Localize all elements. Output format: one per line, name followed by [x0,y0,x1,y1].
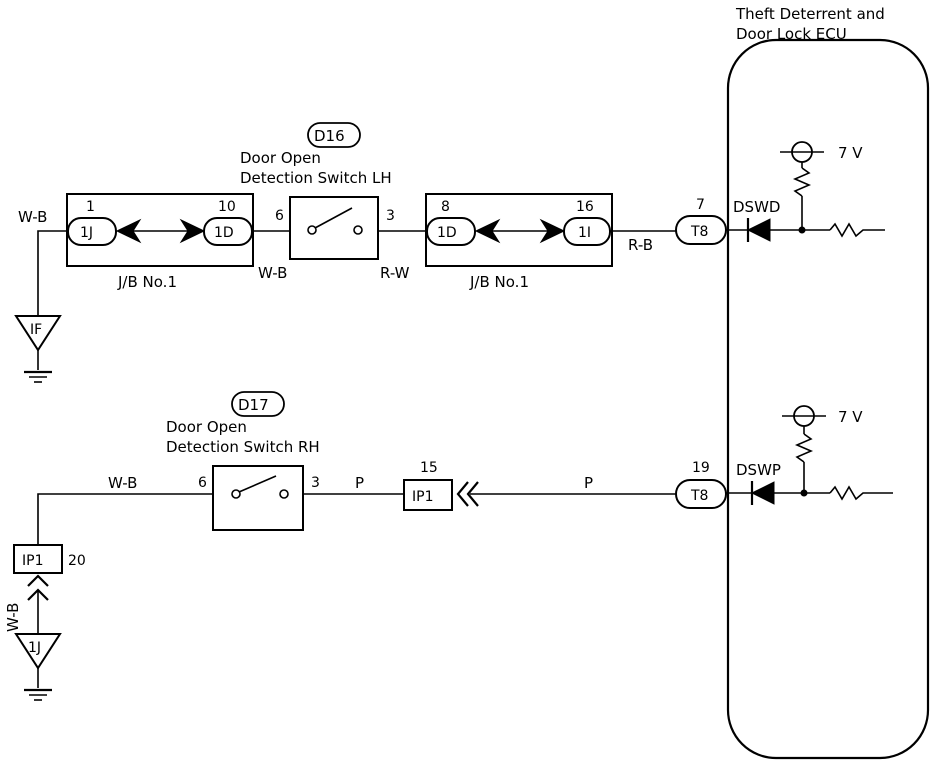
ecu-title-line1: Theft Deterrent and [735,5,885,23]
jb-left-conn-a [67,217,117,246]
ip1-left-arrow [27,574,49,587]
resistor-bottom-vertical [794,433,814,463]
svg-text:IP1: IP1 [22,553,43,569]
jb-right-conn-a [426,217,476,246]
switch-lh-name-line2: Detection Switch LH [240,169,392,187]
ecu-dswp-label: DSWP [736,461,781,479]
switch-rh-pin-right: 3 [311,475,320,491]
switch-lh-name-line1: Door Open [240,149,321,167]
switch-lh-box [289,196,379,260]
bottom-right-wire-label: P [584,474,593,492]
switch-rh-pin-left: 6 [198,475,207,491]
top-mid-left-wire-label: W-B [258,264,287,282]
svg-text:T8: T8 [690,488,708,504]
switch-lh-code-oval [307,122,361,148]
resistor-bottom-horizontal [829,485,893,501]
jb-right-conn-a-pin: 8 [441,199,450,215]
bottom-vertical-wire-label: W-B [4,603,22,632]
jb-left-conn-a-pin: 1 [86,199,95,215]
switch-lh-code: D16 [314,127,345,145]
top-ground-symbol [24,370,52,383]
switch-lh-pin-left: 6 [275,208,284,224]
resistor-top-vertical [792,167,812,197]
ecu-dswd-label: DSWD [733,198,780,216]
diode-dswp [750,481,775,505]
top-mid-right-wire-label: R-W [380,264,410,282]
ip1-mid-connector [403,479,453,511]
switch-rh-code-oval [231,391,285,417]
switch-rh-name-line2: Detection Switch RH [166,438,320,456]
jb-left-arrow-right [179,218,206,244]
ip1-mid-arrow [456,481,469,507]
jb-right-arrow-left [474,218,501,244]
jb-right-arrow-right [539,218,566,244]
switch-rh-blade [238,475,277,493]
ip1-left-connector [13,544,63,574]
switch-lh-blade [314,207,353,229]
ecu-box [726,38,930,760]
jb-left-arrow-left [115,218,142,244]
jb-left-label: J/B No.1 [117,273,177,291]
ecu-voltage-top: 7 V [838,144,863,162]
svg-text:1D: 1D [437,225,457,241]
ip1-mid-pin: 15 [420,460,438,476]
bottom-ground-label: 1J [28,640,41,656]
top-ground-label: IF [30,322,42,338]
switch-rh-box [212,465,304,531]
svg-text:1I: 1I [578,225,591,241]
jb-left-conn-b-pin: 10 [218,199,236,215]
t8-top-pin: 7 [696,197,705,213]
jb-right-label: J/B No.1 [469,273,529,291]
switch-lh-pin-right: 3 [386,208,395,224]
top-left-wire-label: W-B [18,208,47,226]
ecu-voltage-bottom: 7 V [838,408,863,426]
diode-dswd [746,218,771,242]
t8-bottom-pin: 19 [692,460,710,476]
svg-text:IP1: IP1 [412,489,433,505]
resistor-top-horizontal [829,222,885,238]
svg-text:1J: 1J [80,225,93,241]
bottom-left-wire-label: W-B [108,474,137,492]
ecu-title-line2: Door Lock ECU [736,25,847,43]
bottom-ground-triangle [14,633,62,670]
svg-text:T8: T8 [690,224,708,240]
top-right-wire-label: R-B [628,236,653,254]
switch-rh-name-line1: Door Open [166,418,247,436]
bottom-mid-wire-label: P [355,474,364,492]
switch-rh-code: D17 [238,396,269,414]
t8-bottom-connector [675,479,727,509]
bottom-ground-symbol [24,688,52,701]
svg-text:1D: 1D [214,225,234,241]
ip1-left-pin: 20 [68,553,86,569]
jb-right-conn-b-pin: 16 [576,199,594,215]
top-ground-triangle [14,315,62,352]
